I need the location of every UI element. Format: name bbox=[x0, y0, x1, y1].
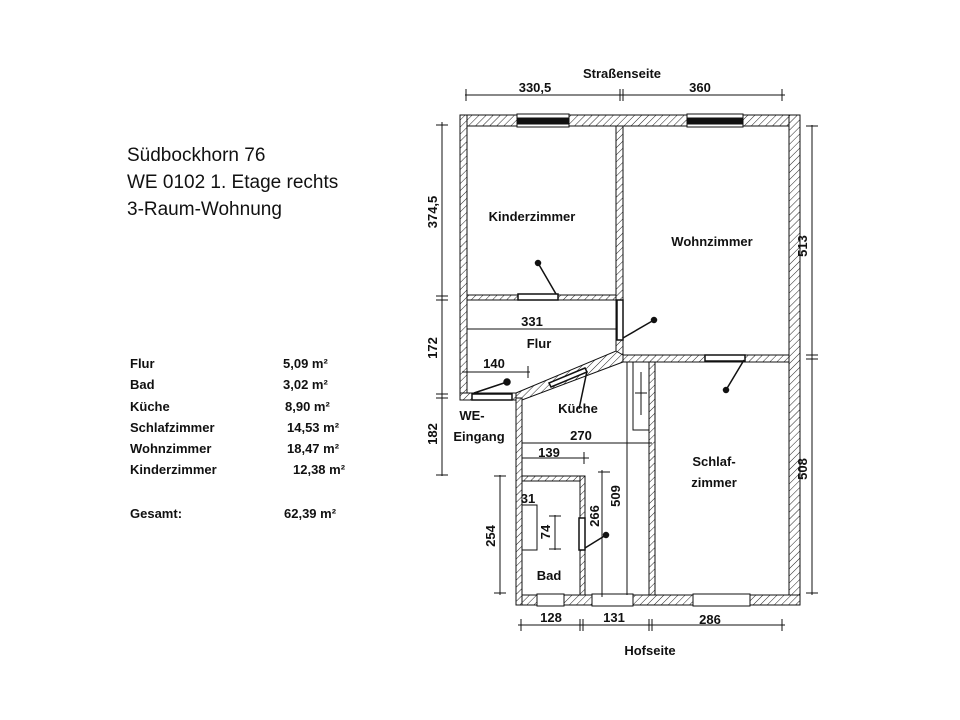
door-entrance bbox=[471, 393, 513, 401]
fixtures bbox=[467, 328, 650, 551]
room-schlaf-2: zimmer bbox=[691, 475, 737, 490]
dim-label: 140 bbox=[483, 356, 505, 371]
dim-label: 131 bbox=[603, 610, 625, 625]
door-schlaf bbox=[704, 354, 746, 362]
area-room: Bad bbox=[130, 377, 155, 392]
dim-label: 360 bbox=[689, 80, 711, 95]
wall-bad-top bbox=[521, 475, 586, 482]
room-wohnzimmer: Wohnzimmer bbox=[671, 234, 752, 249]
yard-side-label: Hofseite bbox=[624, 643, 675, 658]
street-side-label: Straßenseite bbox=[583, 66, 661, 81]
dim-label: 139 bbox=[538, 445, 560, 460]
room-kinderzimmer: Kinderzimmer bbox=[489, 209, 576, 224]
unit-title: WE 0102 1. Etage rechts bbox=[127, 172, 339, 193]
entrance-label-2: Eingang bbox=[453, 429, 504, 444]
room-bad: Bad bbox=[537, 568, 562, 583]
window-kueche bbox=[591, 593, 634, 607]
dim-label: 128 bbox=[540, 610, 562, 625]
area-room: Flur bbox=[130, 356, 155, 371]
room-flur: Flur bbox=[527, 336, 552, 351]
area-room: Schlafzimmer bbox=[130, 420, 215, 435]
dim-label: 509 bbox=[608, 485, 623, 507]
wall-top bbox=[459, 114, 801, 127]
total-label: Gesamt: bbox=[130, 506, 183, 521]
dim-label: 374,5 bbox=[425, 196, 440, 229]
apartment-type: 3-Raum-Wohnung bbox=[127, 199, 282, 220]
window-bad bbox=[536, 593, 565, 607]
area-room: Kinderzimmer bbox=[130, 462, 217, 477]
door-wohn bbox=[616, 299, 624, 341]
area-value: 18,47 m² bbox=[287, 441, 340, 456]
wall-kitchen-left bbox=[515, 397, 523, 606]
dim-label: 254 bbox=[483, 524, 498, 546]
wall-schlaf-left bbox=[648, 361, 656, 596]
room-schlaf-1: Schlaf- bbox=[692, 454, 735, 469]
dimension-lines bbox=[436, 89, 818, 631]
kitchen-counter bbox=[632, 361, 650, 431]
dim-label: 330,5 bbox=[519, 80, 552, 95]
total-value: 62,39 m² bbox=[284, 506, 337, 521]
wall-right bbox=[788, 114, 801, 606]
area-value: 3,02 m² bbox=[283, 377, 328, 392]
dimension-labels: 330,5 360 374,5 172 182 513 508 128 131 … bbox=[425, 80, 810, 627]
area-value: 14,53 m² bbox=[287, 420, 340, 435]
dim-label: 331 bbox=[521, 314, 543, 329]
dim-label: 182 bbox=[425, 423, 440, 445]
wall-left bbox=[459, 114, 468, 401]
dim-label: 513 bbox=[795, 235, 810, 257]
labels: Straßenseite Hofseite Kinderzimmer Wohnz… bbox=[453, 66, 752, 658]
door-kinder bbox=[517, 293, 559, 301]
area-room: Küche bbox=[130, 399, 170, 414]
dim-label: 74 bbox=[538, 524, 553, 539]
door-bad bbox=[578, 517, 586, 551]
bathtub-fixture bbox=[521, 504, 538, 551]
dim-label: 286 bbox=[699, 612, 721, 627]
dim-label: 508 bbox=[795, 458, 810, 480]
windows bbox=[516, 113, 751, 607]
entrance-label-1: WE- bbox=[459, 408, 484, 423]
doors bbox=[471, 259, 746, 551]
area-value: 8,90 m² bbox=[285, 399, 330, 414]
area-room: Wohnzimmer bbox=[130, 441, 212, 456]
window-schlaf bbox=[692, 593, 751, 607]
dim-label: 172 bbox=[425, 337, 440, 359]
room-kueche: Küche bbox=[558, 401, 598, 416]
walls bbox=[459, 114, 801, 606]
dim-label: 31 bbox=[521, 491, 535, 506]
address-title: Südbockhorn 76 bbox=[127, 145, 266, 166]
area-value: 12,38 m² bbox=[293, 462, 346, 477]
dim-label: 266 bbox=[587, 505, 602, 527]
dim-label: 270 bbox=[570, 428, 592, 443]
area-value: 5,09 m² bbox=[283, 356, 328, 371]
